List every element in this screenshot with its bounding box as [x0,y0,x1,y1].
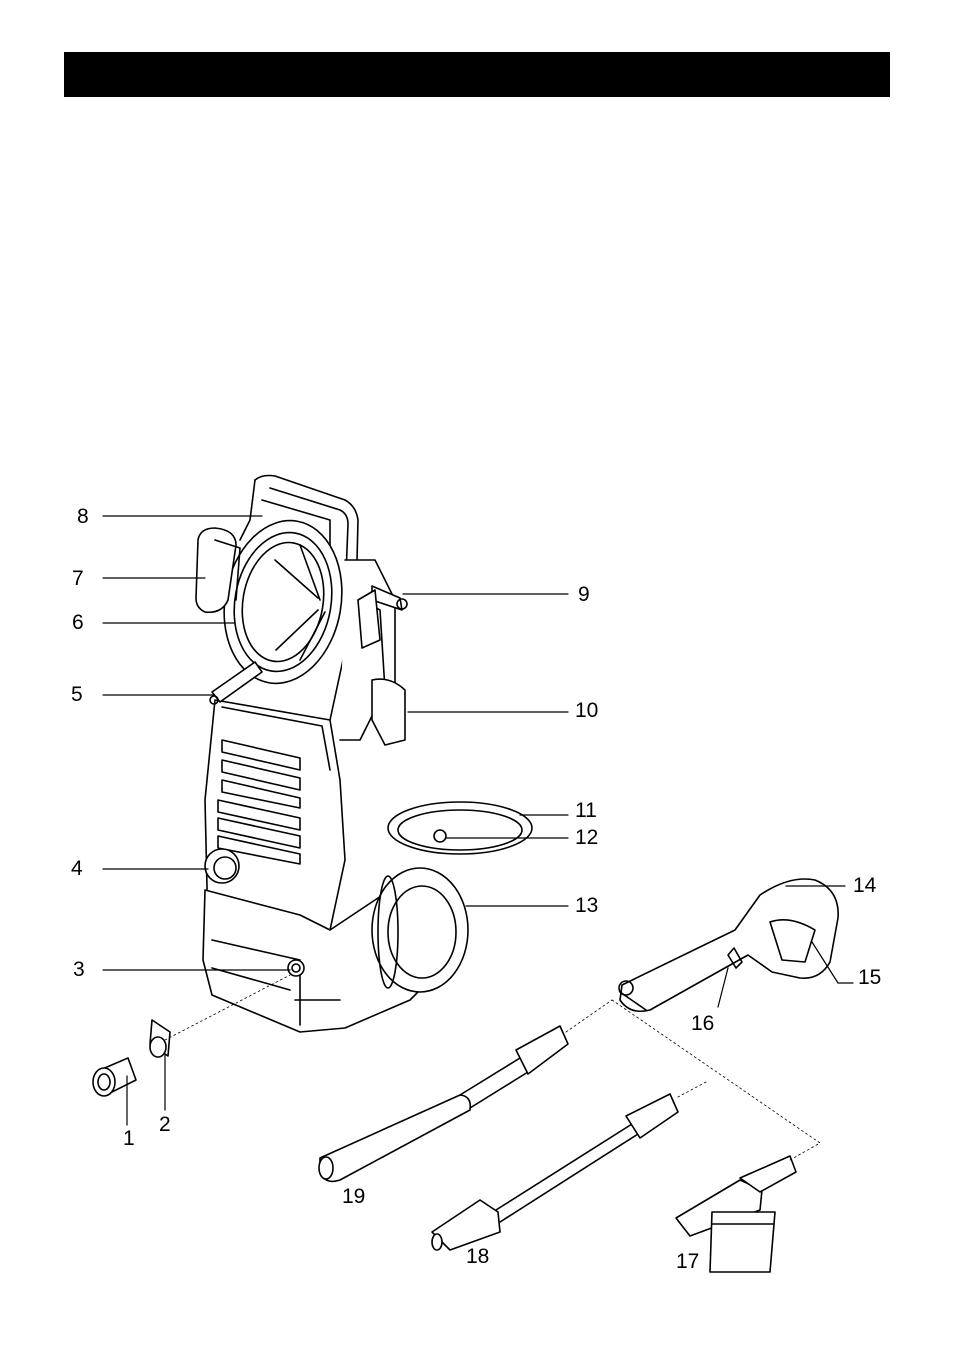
spray-gun [619,879,838,1011]
callout-18: 18 [466,1246,489,1267]
hose-inlet [434,830,446,842]
wheel [372,868,468,992]
spray-lance [319,1026,568,1181]
callout-17: 17 [676,1251,699,1272]
callout-16: 16 [691,1013,714,1034]
callout-8: 8 [77,506,89,527]
callout-12: 12 [575,827,598,848]
callout-15: 15 [858,967,881,988]
hose-coupling [93,1058,136,1096]
callout-10: 10 [575,700,598,721]
dirt-blaster [432,1094,678,1250]
callout-14: 14 [853,875,876,896]
callout-11: 11 [575,800,597,821]
callout-19: 19 [342,1186,365,1207]
hose-connector [210,662,262,704]
high-pressure-hose-coil [388,802,532,854]
callout-7: 7 [72,568,84,589]
coupling-adapter [150,1020,170,1057]
callout-6: 6 [72,612,84,633]
callout-1: 1 [123,1128,135,1149]
callout-3: 3 [73,959,85,980]
callout-2: 2 [159,1114,171,1135]
water-inlet [288,960,304,976]
callout-13: 13 [575,895,598,916]
callout-9: 9 [578,584,590,605]
accessory-storage [372,679,405,745]
on-off-switch [205,849,239,883]
callout-4: 4 [71,858,83,879]
callout-5: 5 [71,684,83,705]
